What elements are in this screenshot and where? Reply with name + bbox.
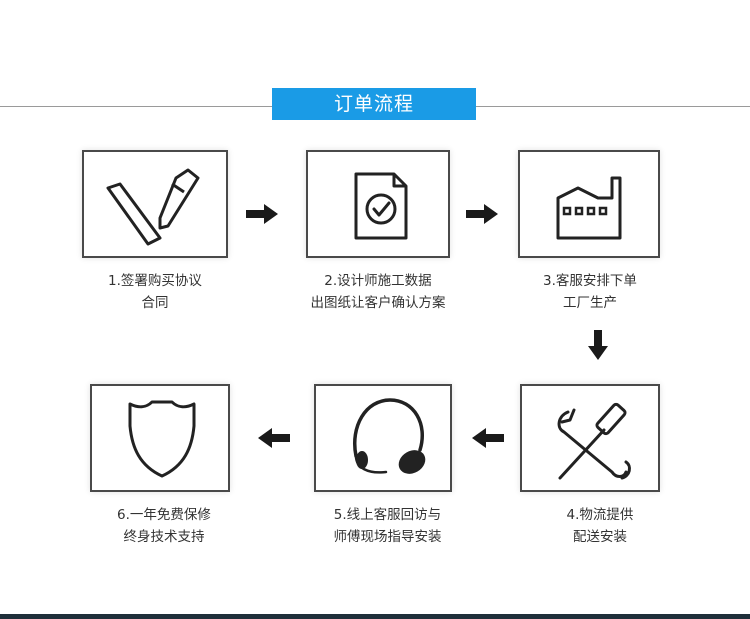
step-3-caption: 3.客服安排下单 工厂生产 xyxy=(520,270,660,314)
headset-icon xyxy=(353,398,426,474)
tools-icon xyxy=(557,402,631,480)
step-6-box xyxy=(90,384,230,492)
step-4-line2: 配送安装 xyxy=(573,529,627,545)
step-3-line1: 3.客服安排下单 xyxy=(543,273,637,289)
document-check-icon xyxy=(354,172,408,240)
step-5-box xyxy=(314,384,452,492)
step-6-caption: 6.一年免费保修 终身技术支持 xyxy=(84,504,244,548)
step-2-caption: 2.设计师施工数据 出图纸让客户确认方案 xyxy=(288,270,468,314)
step-1-box xyxy=(82,150,228,258)
step-1-caption: 1.签署购买协议 合同 xyxy=(75,270,235,314)
shield-icon xyxy=(128,400,196,478)
step-5-caption: 5.线上客服回访与 师傅现场指导安装 xyxy=(300,504,475,548)
arrow-right-icon xyxy=(246,204,278,224)
arrow-down-icon xyxy=(588,330,608,360)
step-2-box xyxy=(306,150,450,258)
footer-bar xyxy=(0,614,750,619)
arrow-left-icon xyxy=(258,428,290,448)
step-1-line1: 1.签署购买协议 xyxy=(108,273,202,289)
step-4-line1: 4.物流提供 xyxy=(566,507,634,523)
step-4-box xyxy=(520,384,660,492)
step-4-caption: 4.物流提供 配送安装 xyxy=(520,504,680,548)
step-3-line2: 工厂生产 xyxy=(563,295,617,311)
step-3-box xyxy=(518,150,660,258)
step-6-line2: 终身技术支持 xyxy=(123,529,205,545)
step-5-line1: 5.线上客服回访与 xyxy=(333,507,442,523)
step-6-line1: 6.一年免费保修 xyxy=(117,507,211,523)
arrow-right-icon xyxy=(466,204,498,224)
step-5-line2: 师傅现场指导安装 xyxy=(333,529,442,545)
arrow-left-icon xyxy=(472,428,504,448)
step-2-line2: 出图纸让客户确认方案 xyxy=(310,295,446,311)
page-title: 订单流程 xyxy=(272,88,476,120)
step-2-line1: 2.设计师施工数据 xyxy=(324,273,432,289)
sign-pen-icon xyxy=(106,168,200,246)
factory-icon xyxy=(556,176,622,240)
step-1-line2: 合同 xyxy=(141,295,169,311)
